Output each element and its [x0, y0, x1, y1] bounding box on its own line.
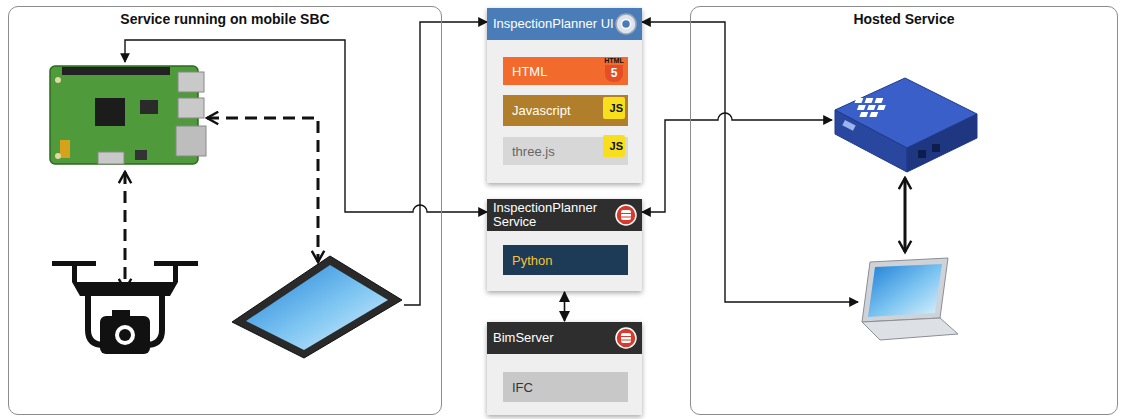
- region-panel: Hosted Service: [690, 6, 1118, 415]
- wireless-links: [125, 118, 318, 290]
- box-label: Javascript: [503, 103, 601, 118]
- region-panel: Service running on mobile SBC: [8, 6, 442, 415]
- box-label: HTML: [503, 64, 577, 79]
- technology-box: IFC: [503, 372, 628, 402]
- panel-title: Hosted Service: [691, 7, 1117, 27]
- component-box: BimServerIFC: [487, 322, 642, 415]
- database-icon: [616, 205, 636, 225]
- component-box: InspectionPlanner ServicePython: [487, 199, 642, 291]
- badge-text: HTML: [603, 56, 625, 65]
- laptop-illustration: [862, 258, 958, 340]
- box-label: three.js: [503, 144, 585, 159]
- server-appliance: [835, 78, 977, 172]
- box-label: Python: [503, 253, 582, 268]
- database-icon: [616, 328, 636, 348]
- network-link: [904, 178, 907, 252]
- js-badge: JS: [603, 97, 625, 119]
- box-header: InspectionPlanner Service: [487, 199, 642, 231]
- box-header: InspectionPlanner UI: [487, 8, 642, 40]
- js-badge: JS: [603, 135, 625, 157]
- browser-icon: [616, 14, 636, 34]
- panel-title: Service running on mobile SBC: [9, 7, 441, 27]
- tablet-illustration: [232, 256, 402, 358]
- box-header: BimServer: [487, 322, 642, 354]
- connector-arrow: [564, 292, 566, 321]
- box-label: IFC: [503, 380, 563, 395]
- badge-number: 5: [605, 65, 623, 82]
- raspberry-pi-board: [50, 66, 206, 164]
- technology-box: Python: [503, 245, 628, 275]
